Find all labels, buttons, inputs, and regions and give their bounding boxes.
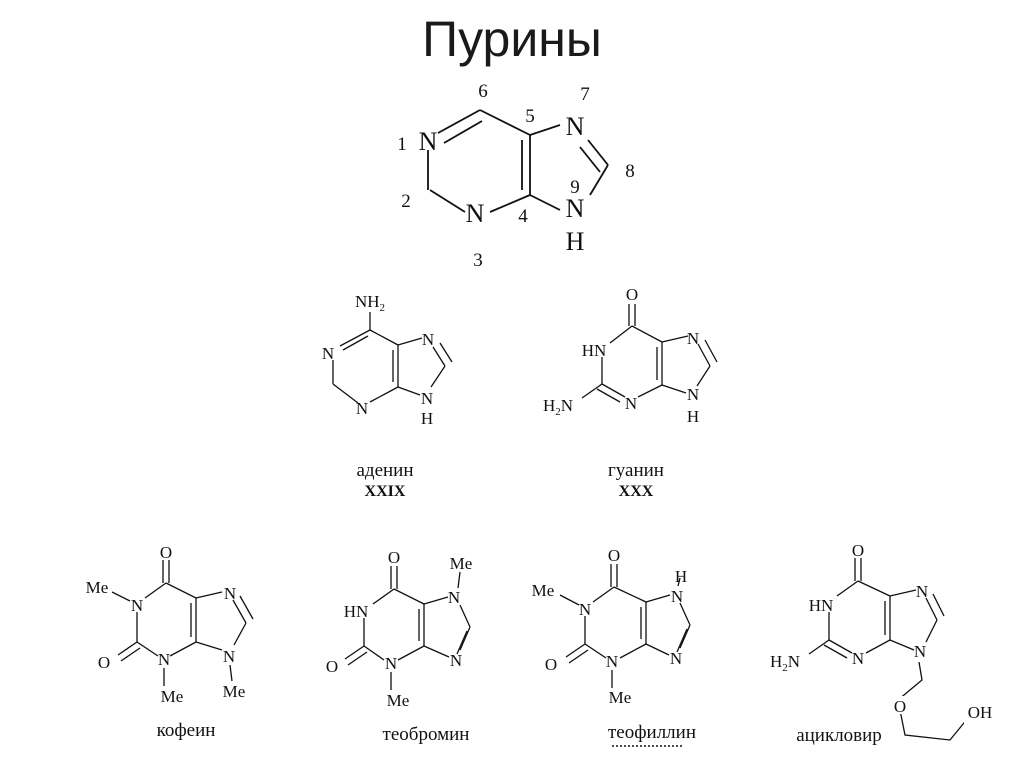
theophylline-o6: O (608, 546, 620, 565)
adenine-n7: N (422, 330, 434, 349)
caffeine-me1: Me (86, 578, 109, 597)
acyclovir-name: ацикловир (796, 725, 882, 746)
guanine-h9: H (687, 407, 699, 426)
acyclovir-structure: O HN N N N H2N O OH ацикловир (770, 541, 998, 746)
purine-num-8: 8 (625, 161, 635, 182)
purine-num-7: 7 (580, 84, 590, 105)
theophylline-n7: N (671, 587, 683, 606)
acyclovir-n7: N (916, 582, 928, 601)
caffeine-o2: O (98, 653, 110, 672)
adenine-n3: N (356, 399, 368, 418)
adenine-name: аденин (356, 460, 413, 481)
acyclovir-o6: O (852, 541, 864, 560)
theobromine-o2: O (326, 657, 338, 676)
theophylline-me3: Me (609, 688, 632, 707)
guanine-o6: O (626, 285, 638, 304)
purine-num-2: 2 (401, 191, 411, 212)
caffeine-me9: Me (223, 682, 246, 701)
theobromine-o6: O (388, 548, 400, 567)
guanine-hn: HN (582, 341, 607, 360)
theophylline-n3: N (606, 652, 618, 671)
caffeine-me3: Me (161, 687, 184, 706)
caffeine-o6: O (160, 543, 172, 562)
slide-title: Пурины (422, 11, 602, 67)
adenine-structure: NH2 N N N N H аденин XXIX (322, 292, 453, 500)
theophylline-n1: N (579, 600, 591, 619)
purine-num-1: 1 (397, 134, 407, 155)
acyclovir-oh: OH (968, 703, 993, 722)
acyclovir-h2n: H2N (770, 652, 800, 674)
purine-num-9: 9 (570, 177, 580, 198)
acyclovir-n3: N (852, 649, 864, 668)
theophylline-me1: Me (532, 581, 555, 600)
theobromine-structure: O O HN N Me N Me N теобромин (326, 548, 472, 745)
caffeine-structure: O O Me N N Me N N Me кофеин (86, 543, 254, 741)
purine-n1: N (419, 127, 438, 156)
guanine-name: гуанин (608, 460, 664, 481)
acyclovir-n9: N (914, 642, 926, 661)
guanine-structure: O HN N N N H H2N гуанин XXX (543, 285, 718, 500)
purine-h9: H (566, 227, 585, 256)
theobromine-hn: HN (344, 602, 369, 621)
acyclovir-hn: HN (809, 596, 834, 615)
guanine-h2n: H2N (543, 396, 573, 418)
theophylline-name: теофиллин (608, 722, 696, 743)
guanine-code: XXX (619, 483, 654, 500)
caffeine-n3: N (158, 650, 170, 669)
purine-num-3: 3 (473, 250, 483, 271)
theobromine-me3: Me (387, 691, 410, 710)
caffeine-n1: N (131, 596, 143, 615)
purine-n3: N (466, 199, 485, 228)
guanine-n9: N (687, 385, 699, 404)
theobromine-name: теобромин (383, 724, 470, 745)
adenine-nh2: NH2 (355, 292, 385, 314)
theobromine-n7: N (448, 588, 460, 607)
adenine-n1: N (322, 344, 334, 363)
caffeine-n7: N (224, 584, 236, 603)
caffeine-n9: N (223, 647, 235, 666)
theobromine-n9: N (450, 651, 462, 670)
theophylline-o2: O (545, 655, 557, 674)
caffeine-name: кофеин (157, 720, 216, 741)
theophylline-n9: N (670, 649, 682, 668)
guanine-n3: N (625, 394, 637, 413)
purine-num-4: 4 (518, 206, 528, 227)
purine-n9: N (566, 194, 585, 223)
adenine-h9: H (421, 409, 433, 428)
theophylline-h7: H (675, 567, 687, 586)
adenine-code: XXIX (365, 483, 406, 500)
acyclovir-ether-o: O (894, 697, 906, 716)
theophylline-structure: O O Me N N Me N H N теофиллин (532, 546, 696, 747)
purine-num-6: 6 (478, 81, 488, 102)
adenine-n9: N (421, 389, 433, 408)
guanine-n7: N (687, 329, 699, 348)
purine-n7: N (566, 112, 585, 141)
theobromine-n3: N (385, 654, 397, 673)
purine-structure: N N N N H 1 2 3 4 5 6 7 8 9 (397, 81, 635, 271)
purine-num-5: 5 (525, 106, 535, 127)
theobromine-me7: Me (450, 554, 473, 573)
